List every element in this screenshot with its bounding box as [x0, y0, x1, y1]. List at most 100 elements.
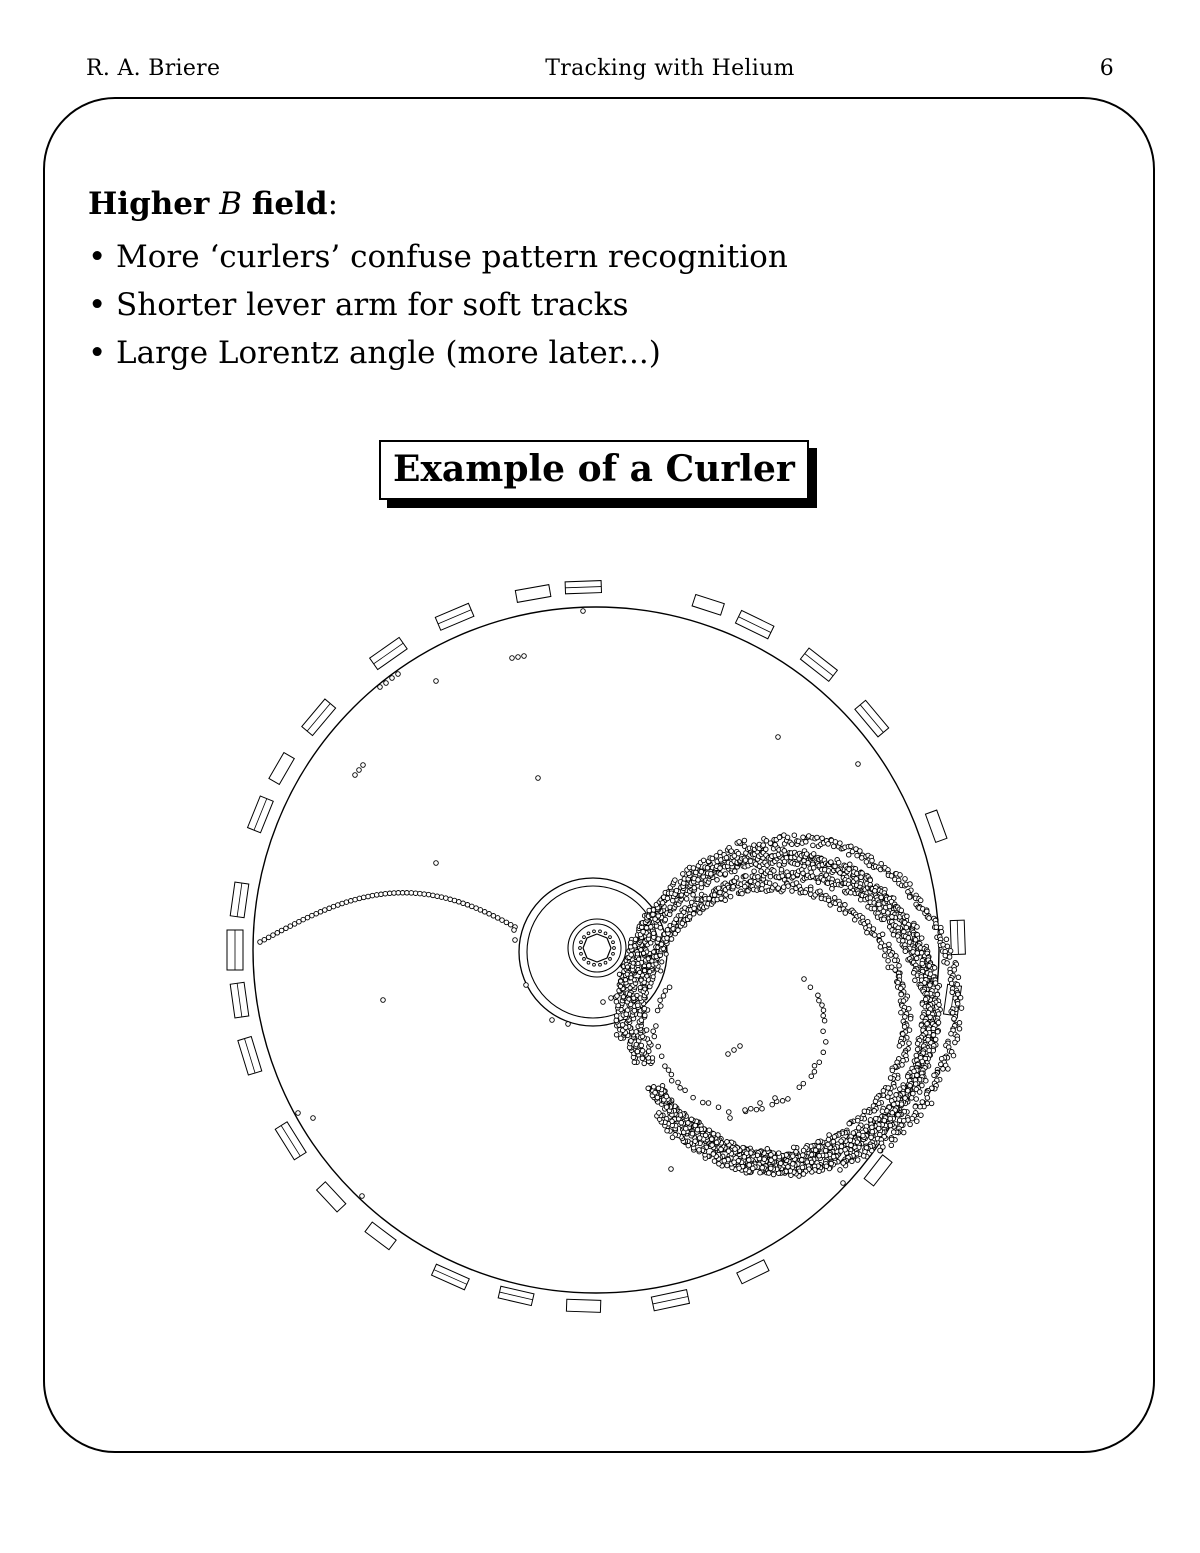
bullet-dot-icon: •	[88, 335, 107, 371]
hit-marker	[698, 868, 705, 875]
hit-marker	[656, 1110, 662, 1116]
hit-marker	[926, 915, 932, 921]
hit-marker	[949, 989, 955, 996]
hit-marker	[690, 865, 697, 871]
hit-marker	[582, 935, 586, 939]
hit-marker	[887, 1075, 894, 1081]
hit-marker	[633, 1029, 639, 1035]
muon-box	[434, 602, 475, 631]
hit-marker	[710, 1151, 717, 1157]
bullet-dot-icon: •	[88, 239, 107, 275]
hit-marker	[304, 914, 311, 921]
hit-marker	[877, 944, 884, 950]
hit-marker	[389, 675, 395, 681]
hit-marker	[771, 868, 777, 874]
hit-marker	[679, 920, 686, 927]
hit-marker	[434, 893, 440, 899]
hit-marker	[689, 1130, 696, 1137]
hit-marker	[650, 1028, 656, 1034]
hit-marker	[627, 985, 633, 991]
hit-marker	[700, 857, 707, 864]
hit-marker	[657, 997, 663, 1003]
hit-marker	[694, 1126, 701, 1133]
hit-marker	[682, 1087, 688, 1094]
hit-marker	[881, 952, 888, 959]
hit-marker	[717, 871, 723, 877]
hit-marker	[855, 1125, 862, 1131]
hit-marker	[613, 998, 620, 1005]
hit-marker	[825, 1141, 831, 1148]
hit-marker	[579, 951, 583, 956]
hit-marker	[779, 1098, 786, 1104]
hit-marker	[322, 907, 328, 913]
hit-marker	[730, 883, 736, 890]
hit-marker	[908, 1095, 915, 1101]
hit-marker	[826, 1132, 832, 1138]
hit-marker	[918, 935, 925, 941]
hit-marker	[897, 872, 903, 878]
hit-marker	[642, 1012, 648, 1019]
hit-marker	[650, 974, 656, 980]
hit-marker	[916, 1089, 923, 1095]
hit-marker	[717, 865, 723, 871]
hit-marker	[628, 952, 634, 958]
muon-box	[274, 1121, 307, 1161]
muon-box	[736, 1259, 770, 1285]
hit-marker	[825, 841, 831, 847]
hit-marker	[879, 1108, 886, 1114]
hit-marker	[725, 1051, 731, 1057]
hit-marker	[751, 868, 757, 874]
bullet-item: •Large Lorentz angle (more later...)	[88, 329, 1108, 377]
hit-marker	[829, 885, 835, 892]
hit-marker	[954, 981, 961, 988]
hit-marker	[658, 941, 665, 947]
hit-marker	[950, 1052, 957, 1059]
hit-marker	[630, 960, 636, 966]
hit-marker	[727, 1115, 733, 1121]
hit-marker	[936, 1001, 942, 1008]
hit-marker	[932, 1036, 939, 1043]
hit-marker	[853, 876, 859, 882]
hit-marker	[624, 971, 630, 977]
hit-marker	[373, 892, 380, 898]
hit-marker	[693, 869, 699, 876]
hit-marker	[509, 655, 515, 661]
hit-marker	[867, 1117, 874, 1123]
hit-marker	[645, 1085, 651, 1092]
hit-marker	[831, 895, 838, 901]
hit-marker	[945, 1066, 951, 1072]
hit-marker	[743, 873, 749, 879]
hit-marker	[300, 916, 306, 923]
hit-marker	[952, 1039, 958, 1046]
hit-marker	[822, 1147, 829, 1154]
hit-marker	[683, 1125, 689, 1132]
hit-marker	[785, 883, 791, 889]
hit-marker	[600, 999, 606, 1005]
hit-marker	[658, 968, 664, 974]
hit-marker	[776, 862, 782, 868]
hit-marker	[904, 913, 910, 920]
muon-box	[315, 1181, 347, 1213]
hit-marker	[683, 896, 690, 902]
hit-marker	[938, 928, 945, 935]
hit-marker	[888, 952, 894, 958]
hit-marker	[586, 960, 591, 965]
hit-marker	[732, 868, 738, 874]
hit-marker	[933, 924, 940, 930]
hit-marker	[888, 964, 895, 970]
hit-marker	[654, 1094, 661, 1101]
hit-marker	[634, 951, 641, 957]
hit-marker	[858, 874, 864, 880]
hit-marker	[794, 861, 801, 868]
muon-box	[564, 580, 603, 595]
hit-marker	[912, 1081, 919, 1087]
hit-marker	[785, 1096, 791, 1102]
hit-marker	[885, 1094, 891, 1100]
hit-marker	[907, 1121, 913, 1128]
hit-marker	[648, 980, 654, 986]
figure-title: Example of a Curler	[379, 440, 809, 500]
hit-marker	[702, 1132, 709, 1139]
hit-marker	[717, 849, 723, 856]
hit-marker	[919, 1099, 926, 1105]
